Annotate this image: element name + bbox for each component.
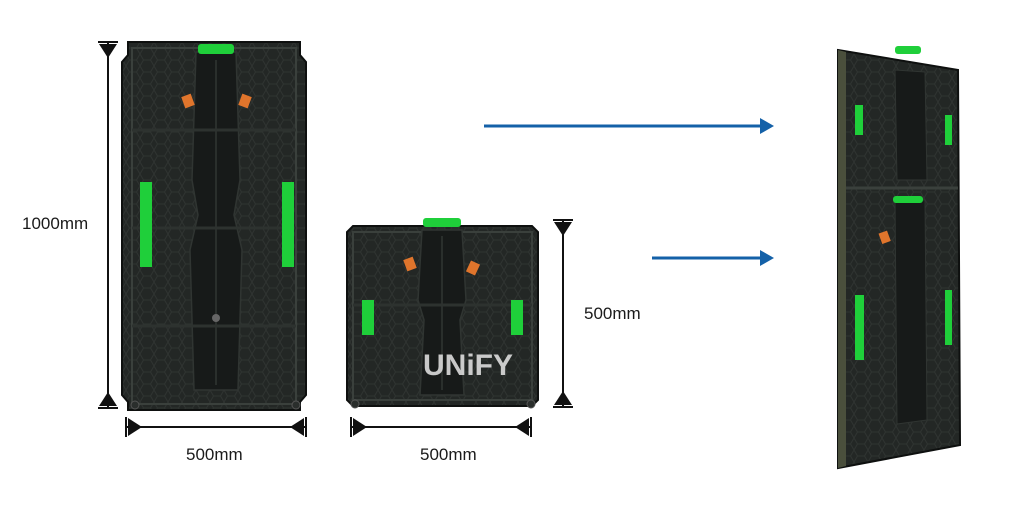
handle-green (198, 44, 234, 54)
arrow-top (484, 118, 774, 134)
watermark-text: UNiFY (423, 349, 513, 382)
side-lock-right (282, 182, 294, 267)
dim-large-width (125, 417, 307, 437)
small-height-label: 500mm (584, 304, 641, 323)
large-width-label: 500mm (186, 445, 243, 464)
dim-small-width (350, 417, 532, 437)
large-led-panel (121, 41, 307, 411)
arrow-bottom (652, 250, 774, 266)
small-handle-green (423, 218, 461, 227)
small-width-label: 500mm (420, 445, 477, 464)
dim-small-height (553, 219, 573, 408)
dim-large-height (98, 41, 118, 409)
side-lock-left (140, 182, 152, 267)
assembled-panel (837, 46, 962, 470)
large-height-label: 1000mm (22, 214, 89, 233)
small-led-panel (346, 218, 539, 409)
